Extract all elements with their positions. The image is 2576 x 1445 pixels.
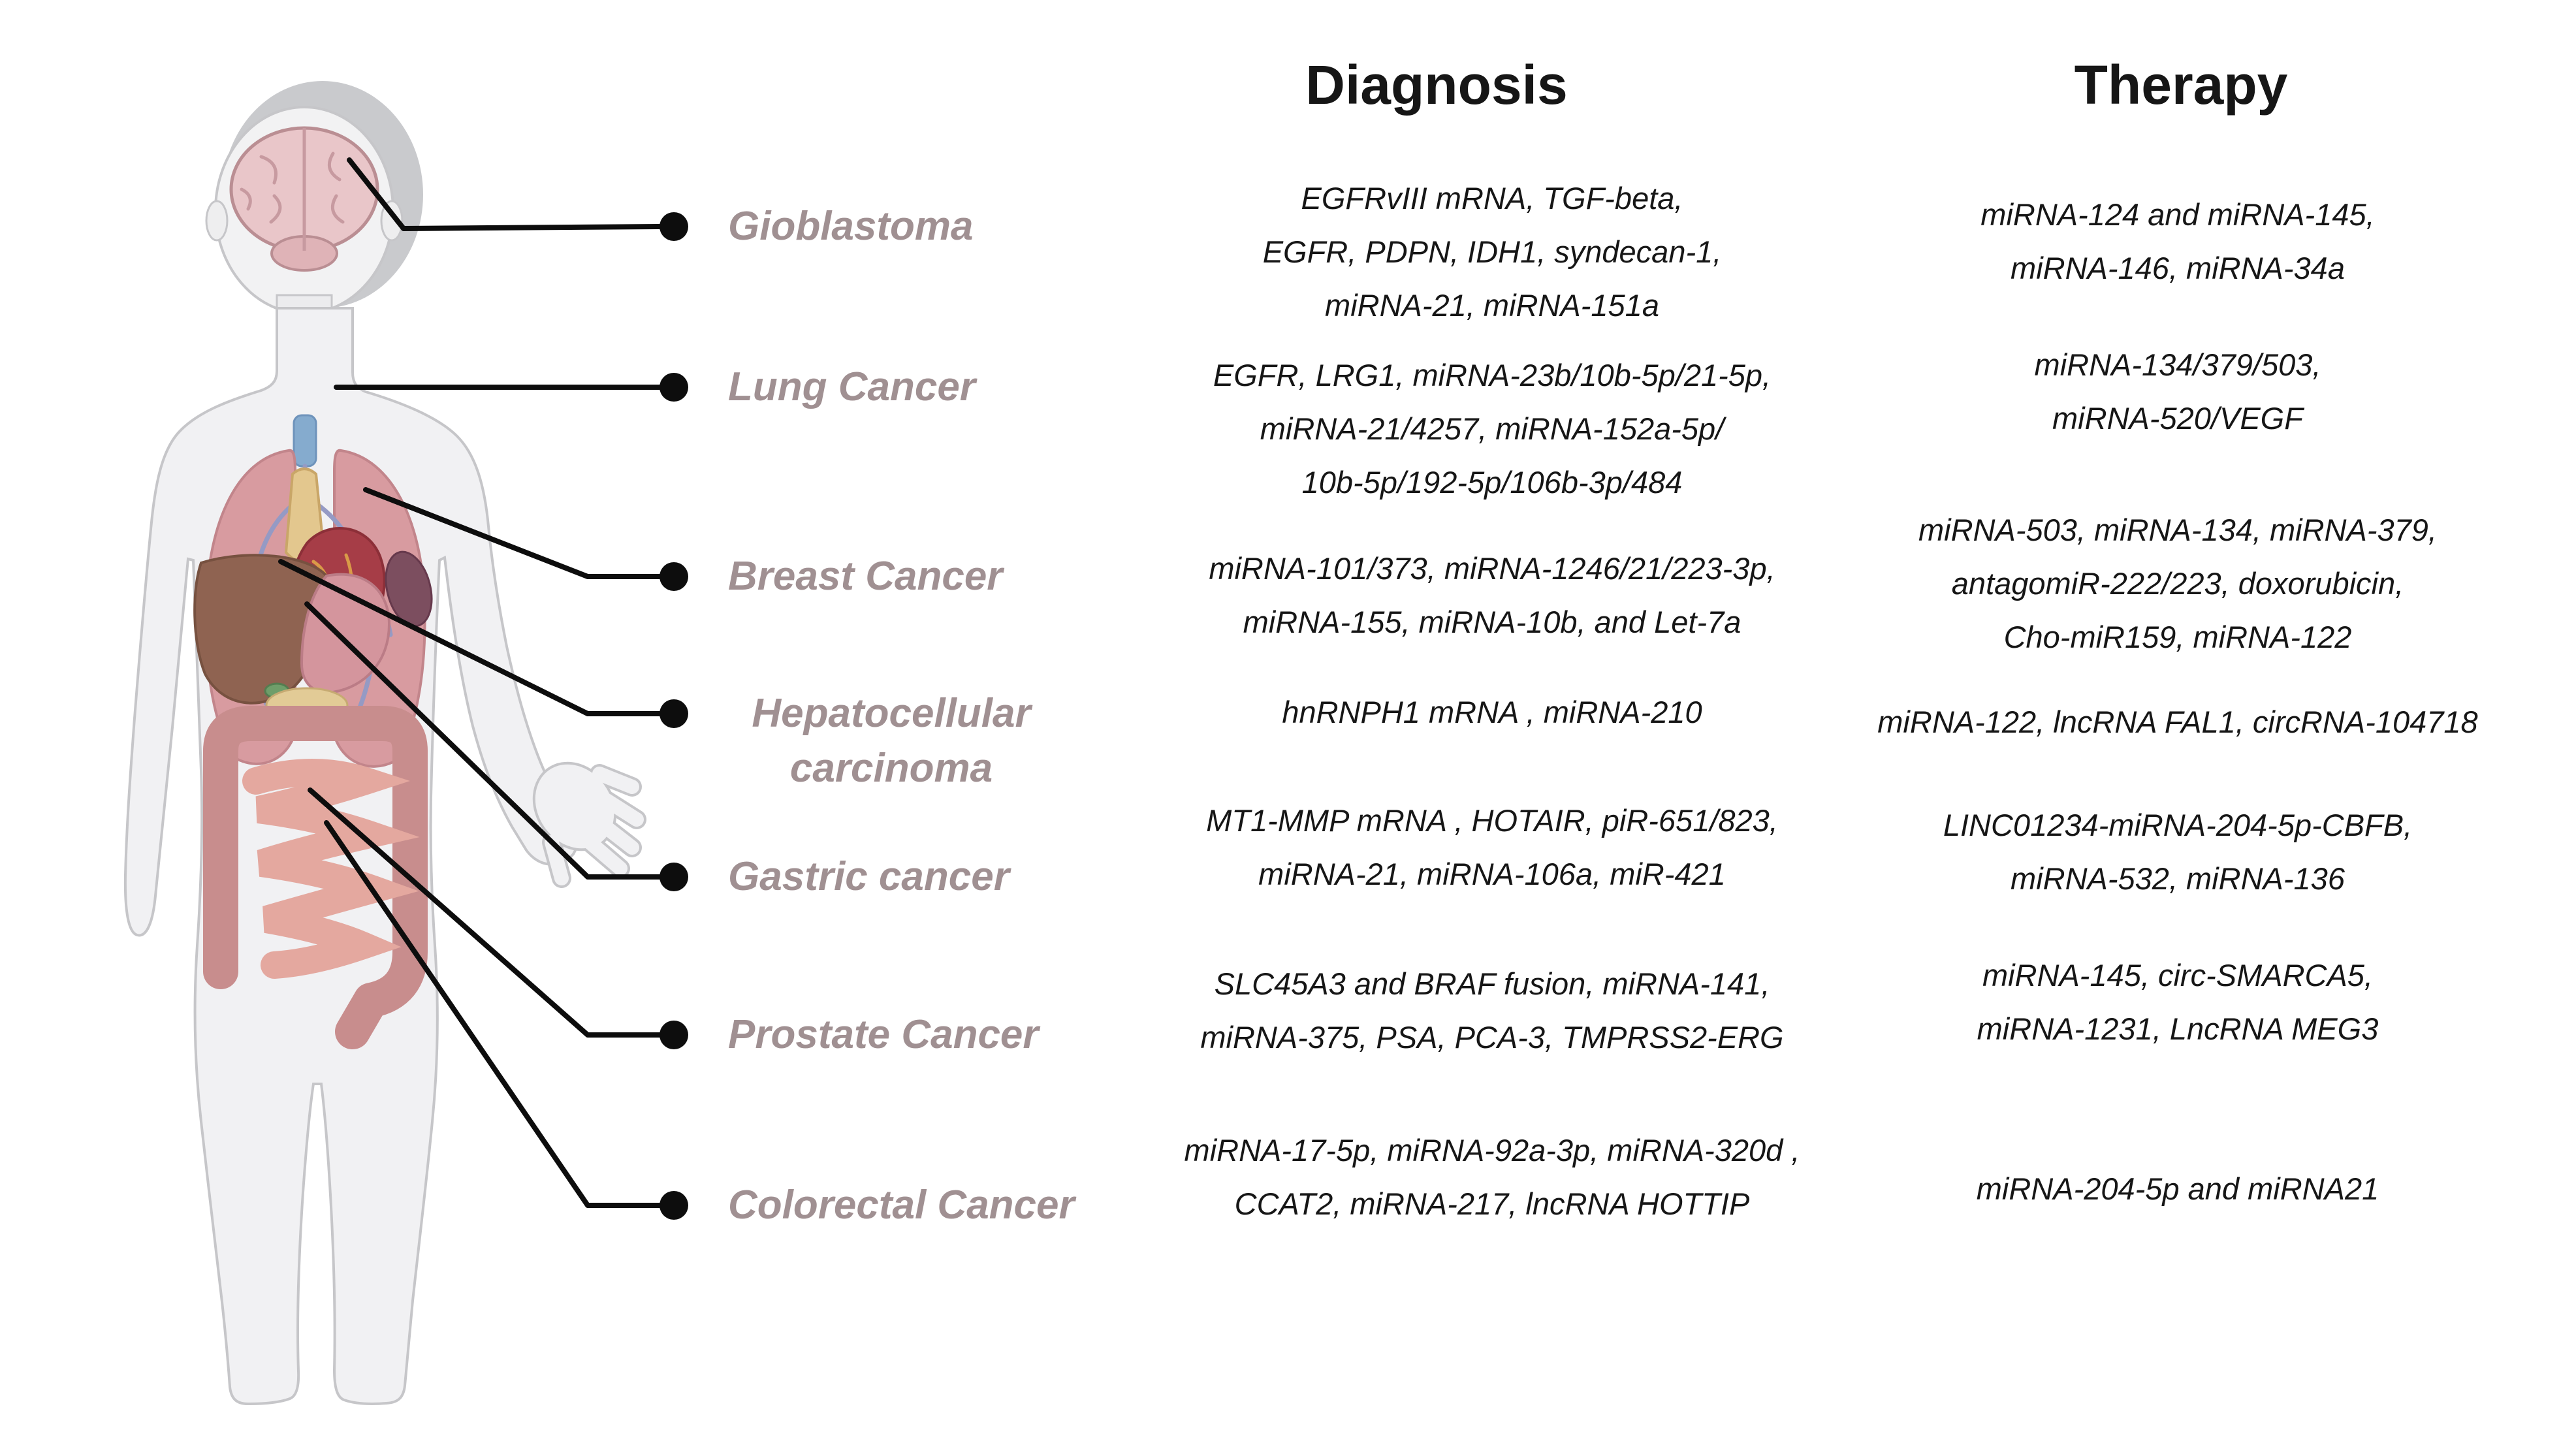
- text-line: Gioblastoma: [728, 204, 974, 249]
- connector-colorectal: [324, 820, 662, 1208]
- text-line: miRNA-122, lncRNA FAL1, circRNA-104718: [1877, 705, 2478, 739]
- text-line: Cho-miR159, miRNA-122: [2003, 620, 2352, 654]
- connector-hepatocellular: [278, 559, 662, 716]
- therapy-text: miRNA-204-5p and miRNA21: [1848, 1162, 2507, 1216]
- text-line: miRNA-124 and miRNA-145,: [1980, 197, 2375, 232]
- text-line: miRNA-375, PSA, PCA-3, TMPRSS2-ERG: [1200, 1020, 1784, 1055]
- cancer-label: Lung Cancer: [728, 360, 976, 415]
- connector-dot: [660, 1191, 688, 1220]
- text-line: hnRNPH1 mRNA , miRNA-210: [1282, 695, 1702, 729]
- diagnosis-text: hnRNPH1 mRNA , miRNA-210: [1156, 686, 1828, 739]
- cancer-label: Colorectal Cancer: [728, 1178, 1075, 1233]
- text-line: miRNA-21, miRNA-151a: [1325, 288, 1659, 323]
- text-line: LINC01234-miRNA-204-5p-CBFB,: [1943, 808, 2413, 842]
- diagnosis-text: MT1-MMP mRNA , HOTAIR, piR-651/823, miRNA…: [1156, 794, 1828, 901]
- text-line: miRNA-532, miRNA-136: [2011, 861, 2345, 896]
- diagnosis-text: miRNA-101/373, miRNA-1246/21/223-3p, miRN…: [1156, 542, 1828, 649]
- cancer-label: Gastric cancer: [728, 850, 1010, 904]
- diagnosis-text: SLC45A3 and BRAF fusion, miRNA-141, miRNA…: [1156, 957, 1828, 1064]
- therapy-text: LINC01234-miRNA-204-5p-CBFB, miRNA-532, m…: [1848, 799, 2507, 906]
- text-line: miRNA-134/379/503,: [2034, 347, 2321, 382]
- diagnosis-column-header: Diagnosis: [1305, 54, 1568, 116]
- organ-liver: [193, 554, 329, 705]
- connector-dots: [660, 212, 688, 1220]
- cancer-label: Prostate Cancer: [728, 1008, 1039, 1062]
- organ-brain: [229, 126, 379, 272]
- connector-breast: [363, 487, 662, 579]
- ear-left: [205, 200, 229, 242]
- organ-large-intestine: [203, 706, 428, 1049]
- connector-dot: [660, 1021, 688, 1049]
- hand-shape: [532, 761, 646, 888]
- text-line: EGFR, PDPN, IDH1, syndecan-1,: [1262, 234, 1722, 269]
- diagnosis-text: EGFR, LRG1, miRNA-23b/10b-5p/21-5p, miRNA…: [1156, 349, 1828, 509]
- text-line: CCAT2, miRNA-217, lncRNA HOTTIP: [1234, 1186, 1750, 1221]
- text-line: SLC45A3 and BRAF fusion, miRNA-141,: [1214, 966, 1770, 1001]
- text-line: antagomiR-222/223, doxorubicin,: [1951, 566, 2404, 601]
- text-line: miRNA-503, miRNA-134, miRNA-379,: [1918, 513, 2437, 547]
- cancer-label: Gioblastoma: [728, 199, 974, 254]
- connector-dot: [660, 699, 688, 728]
- text-line: carcinoma: [789, 746, 993, 791]
- diagnosis-text: EGFRvIII mRNA, TGF-beta, EGFR, PDPN, IDH1…: [1156, 172, 1828, 332]
- cancer-label: Breast Cancer: [728, 549, 1002, 604]
- connector-dot: [660, 212, 688, 241]
- connector-dot: [660, 863, 688, 891]
- text-line: Hepatocellular: [752, 691, 1031, 736]
- text-line: 10b-5p/192-5p/106b-3p/484: [1301, 465, 1683, 500]
- connector-gastric: [304, 601, 662, 880]
- text-line: MT1-MMP mRNA , HOTAIR, piR-651/823,: [1206, 803, 1778, 838]
- text-line: miRNA-155, miRNA-10b, and Let-7a: [1243, 605, 1741, 639]
- text-line: miRNA-17-5p, miRNA-92a-3p, miRNA-320d ,: [1184, 1133, 1800, 1167]
- organ-spleen: [385, 550, 433, 627]
- text-line: miRNA-146, miRNA-34a: [2011, 251, 2345, 285]
- text-line: Colorectal Cancer: [728, 1183, 1075, 1228]
- diagnosis-text: miRNA-17-5p, miRNA-92a-3p, miRNA-320d , C…: [1156, 1124, 1828, 1231]
- therapy-column-header: Therapy: [2074, 54, 2288, 116]
- therapy-text: miRNA-503, miRNA-134, miRNA-379, antagomi…: [1848, 503, 2507, 664]
- therapy-text: miRNA-145, circ-SMARCA5, miRNA-1231, LncR…: [1848, 949, 2507, 1056]
- connector-dot: [660, 562, 688, 591]
- text-line: Prostate Cancer: [728, 1012, 1039, 1057]
- text-line: miRNA-21, miRNA-106a, miR-421: [1258, 857, 1726, 891]
- organ-small-intestine: [242, 759, 420, 979]
- text-line: Lung Cancer: [728, 364, 976, 409]
- therapy-text: miRNA-124 and miRNA-145, miRNA-146, miRNA…: [1848, 188, 2507, 295]
- text-line: miRNA-101/373, miRNA-1246/21/223-3p,: [1209, 551, 1775, 586]
- organ-trachea: [293, 414, 317, 468]
- therapy-text: miRNA-122, lncRNA FAL1, circRNA-104718: [1848, 695, 2507, 749]
- text-line: miRNA-520/VEGF: [2052, 401, 2303, 436]
- connector-prostate: [308, 787, 662, 1038]
- therapy-text: miRNA-134/379/503, miRNA-520/VEGF: [1848, 338, 2507, 445]
- text-line: miRNA-145, circ-SMARCA5,: [1982, 958, 2374, 992]
- cancer-label: Hepatocellular carcinoma: [725, 686, 1058, 796]
- text-line: EGFR, LRG1, miRNA-23b/10b-5p/21-5p,: [1213, 358, 1772, 392]
- text-line: EGFRvIII mRNA, TGF-beta,: [1301, 181, 1683, 215]
- human-body-figure: [123, 81, 646, 1406]
- text-line: miRNA-1231, LncRNA MEG3: [1977, 1011, 2379, 1046]
- connector-gioblastoma: [347, 157, 662, 231]
- text-line: Gastric cancer: [728, 854, 1010, 899]
- connector-lines: [278, 157, 662, 1208]
- connector-dot: [660, 373, 688, 402]
- text-line: miRNA-204-5p and miRNA21: [1976, 1171, 2379, 1206]
- text-line: Breast Cancer: [728, 554, 1003, 599]
- text-line: miRNA-21/4257, miRNA-152a-5p/: [1260, 411, 1725, 446]
